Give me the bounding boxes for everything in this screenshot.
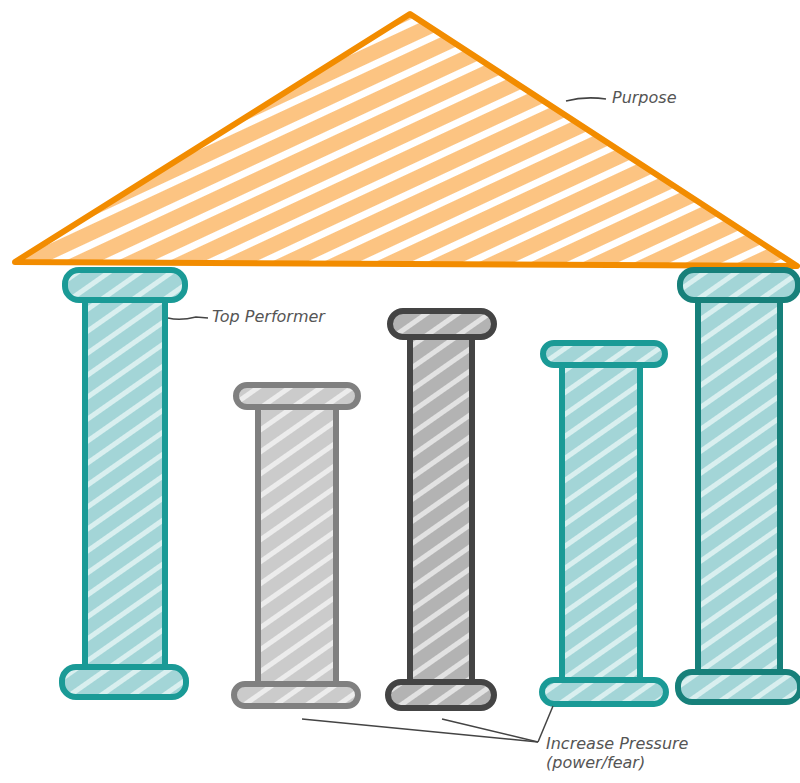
pillar-capital [543,343,665,365]
pillar-base [542,680,666,704]
pillar-shaft [258,395,336,695]
pillar-capital [65,270,185,300]
pillar-column [678,270,800,702]
callout-label: Increase Pressure (power/fear) [546,734,722,772]
roof-triangle [15,14,797,266]
pillar-capital [390,311,494,337]
pillar-shaft [85,285,165,680]
pillar-base [678,672,800,702]
pillar-column [388,311,494,708]
pillar-base [62,667,186,697]
pillar-shaft [562,352,640,692]
pillar-capital [680,270,798,300]
pillar-base [234,684,358,706]
pillar-shaft [410,325,472,695]
pillar-column [234,385,358,706]
pillar-capital [236,385,358,407]
leader-line [302,719,538,742]
leader-line [442,719,538,742]
pillar-shaft [698,285,780,680]
pillar-base [388,682,494,708]
pillar-column [542,343,666,704]
callout-label: Top Performer [212,307,382,326]
leader-line [566,98,606,101]
callout-label: Purpose [612,88,732,107]
pillar-column [62,270,186,697]
leader-line [168,317,208,319]
